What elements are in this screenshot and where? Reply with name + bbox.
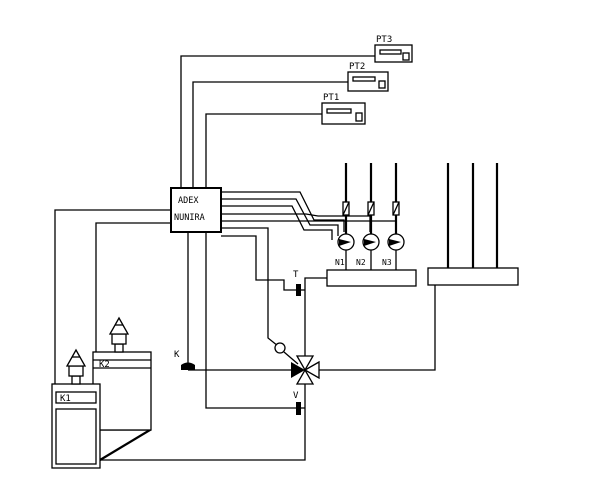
- return-header: [427, 163, 519, 286]
- mixing-valve: [274, 342, 320, 385]
- sensor-v-label: V: [293, 391, 299, 401]
- pump-n2-label: N2: [356, 258, 366, 267]
- controller-down-wiring: [187, 227, 298, 409]
- pt2-label: PT2: [349, 62, 365, 72]
- boiler-k1: K1: [51, 348, 101, 469]
- supply-header: [326, 269, 417, 287]
- boiler-k2-label: K2: [99, 360, 110, 370]
- sensor-k-label: K: [174, 350, 180, 360]
- sensor-k: K: [174, 350, 195, 370]
- pressure-sensor-pt3: PT3: [374, 35, 413, 63]
- boiler-k2: K2: [92, 316, 152, 431]
- temperature-sensor-t: T: [293, 270, 305, 296]
- pt1-label: PT1: [323, 93, 339, 103]
- boiler-k1-label: K1: [60, 394, 71, 404]
- pt-wiring: [180, 55, 375, 188]
- pump-n2: N2: [356, 233, 380, 278]
- pressure-sensor-pt1: PT1: [321, 93, 366, 125]
- sensor-v: V: [293, 391, 305, 415]
- pump-wiring: [221, 191, 397, 240]
- pressure-sensor-pt2: PT2: [347, 62, 389, 92]
- controller-line1: ADEX: [178, 196, 199, 206]
- pt3-label: PT3: [376, 35, 392, 45]
- pump-n3: N3: [382, 233, 405, 278]
- pump-n3-label: N3: [382, 258, 392, 267]
- controller-adex-nunira: ADEX NUNIRA: [170, 187, 222, 233]
- pump-n1: N1: [335, 233, 355, 278]
- pump-n1-label: N1: [335, 258, 345, 267]
- controller-line2: NUNIRA: [174, 213, 205, 223]
- sensor-t-label: T: [293, 270, 299, 280]
- check-valves: [342, 201, 400, 216]
